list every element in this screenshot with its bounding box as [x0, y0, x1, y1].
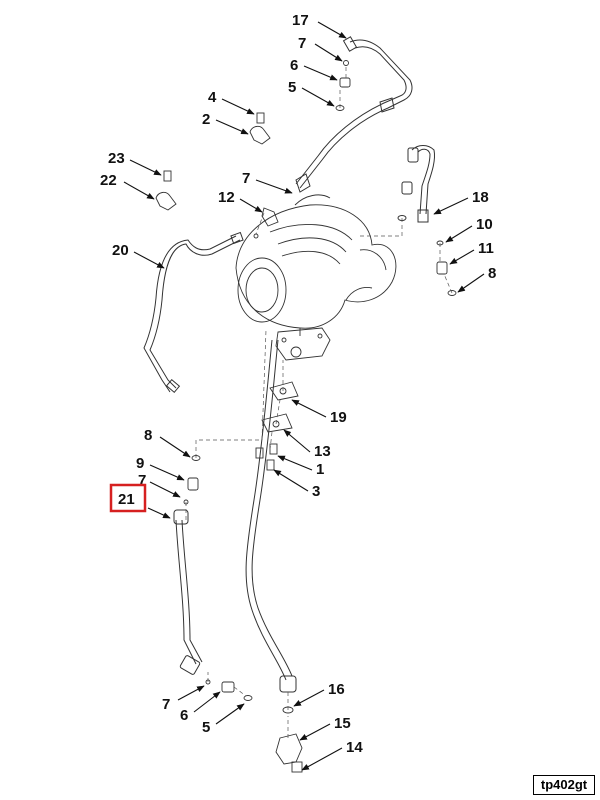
fittings-right	[436, 240, 457, 296]
drawing-reference-label: tp402gt	[533, 775, 595, 795]
callout-7[interactable]: 7	[162, 696, 170, 713]
highlight-box-callout-21	[109, 483, 147, 513]
callout-arrows	[123, 21, 485, 771]
callout-14[interactable]: 14	[346, 739, 363, 756]
callout-1[interactable]: 1	[316, 461, 324, 478]
bolt-and-clamp	[249, 112, 271, 145]
fitting-12	[253, 207, 279, 239]
callout-6[interactable]: 6	[290, 57, 298, 74]
bolt-and-clamp-lower	[155, 170, 177, 211]
callout-22[interactable]: 22	[100, 172, 117, 189]
callout-12[interactable]: 12	[218, 189, 235, 206]
oil-line-20	[143, 231, 244, 393]
callout-7[interactable]: 7	[138, 472, 146, 489]
callout-8[interactable]: 8	[488, 265, 496, 282]
callout-3[interactable]: 3	[312, 483, 320, 500]
callout-7[interactable]: 7	[298, 35, 306, 52]
fittings-left	[183, 455, 201, 505]
fittings-top	[335, 60, 351, 111]
callout-20[interactable]: 20	[112, 242, 129, 259]
callout-4[interactable]: 4	[208, 89, 217, 106]
tube-21	[173, 509, 203, 675]
dashed-leaders	[185, 66, 453, 738]
callout-5[interactable]: 5	[288, 79, 296, 96]
callout-labels: 17 7 6 5 4 2 23 22 7 12 20 18 10 11 8 19…	[100, 12, 496, 756]
callout-7[interactable]: 7	[242, 170, 250, 187]
turbo-drain-flange	[275, 327, 331, 361]
fittings-drain-bottom	[275, 706, 303, 773]
callout-16[interactable]: 16	[328, 681, 345, 698]
callout-13[interactable]: 13	[314, 443, 331, 460]
callout-11[interactable]: 11	[478, 240, 494, 257]
callout-9[interactable]: 9	[136, 455, 144, 472]
callout-19[interactable]: 19	[330, 409, 347, 426]
callout-23[interactable]: 23	[108, 150, 125, 167]
callout-17[interactable]: 17	[292, 12, 309, 29]
callout-18[interactable]: 18	[472, 189, 489, 206]
callout-2[interactable]: 2	[202, 111, 210, 128]
callout-10[interactable]: 10	[476, 216, 493, 233]
callout-5[interactable]: 5	[202, 719, 210, 736]
callout-15[interactable]: 15	[334, 715, 351, 732]
turbocharger	[235, 194, 397, 336]
oil-drain-tube	[245, 339, 297, 693]
callout-8[interactable]: 8	[144, 427, 152, 444]
callout-6[interactable]: 6	[180, 707, 188, 724]
coolant-line-18	[397, 145, 435, 223]
callout-21[interactable]: 21	[118, 491, 135, 508]
oil-supply-line	[295, 36, 413, 193]
